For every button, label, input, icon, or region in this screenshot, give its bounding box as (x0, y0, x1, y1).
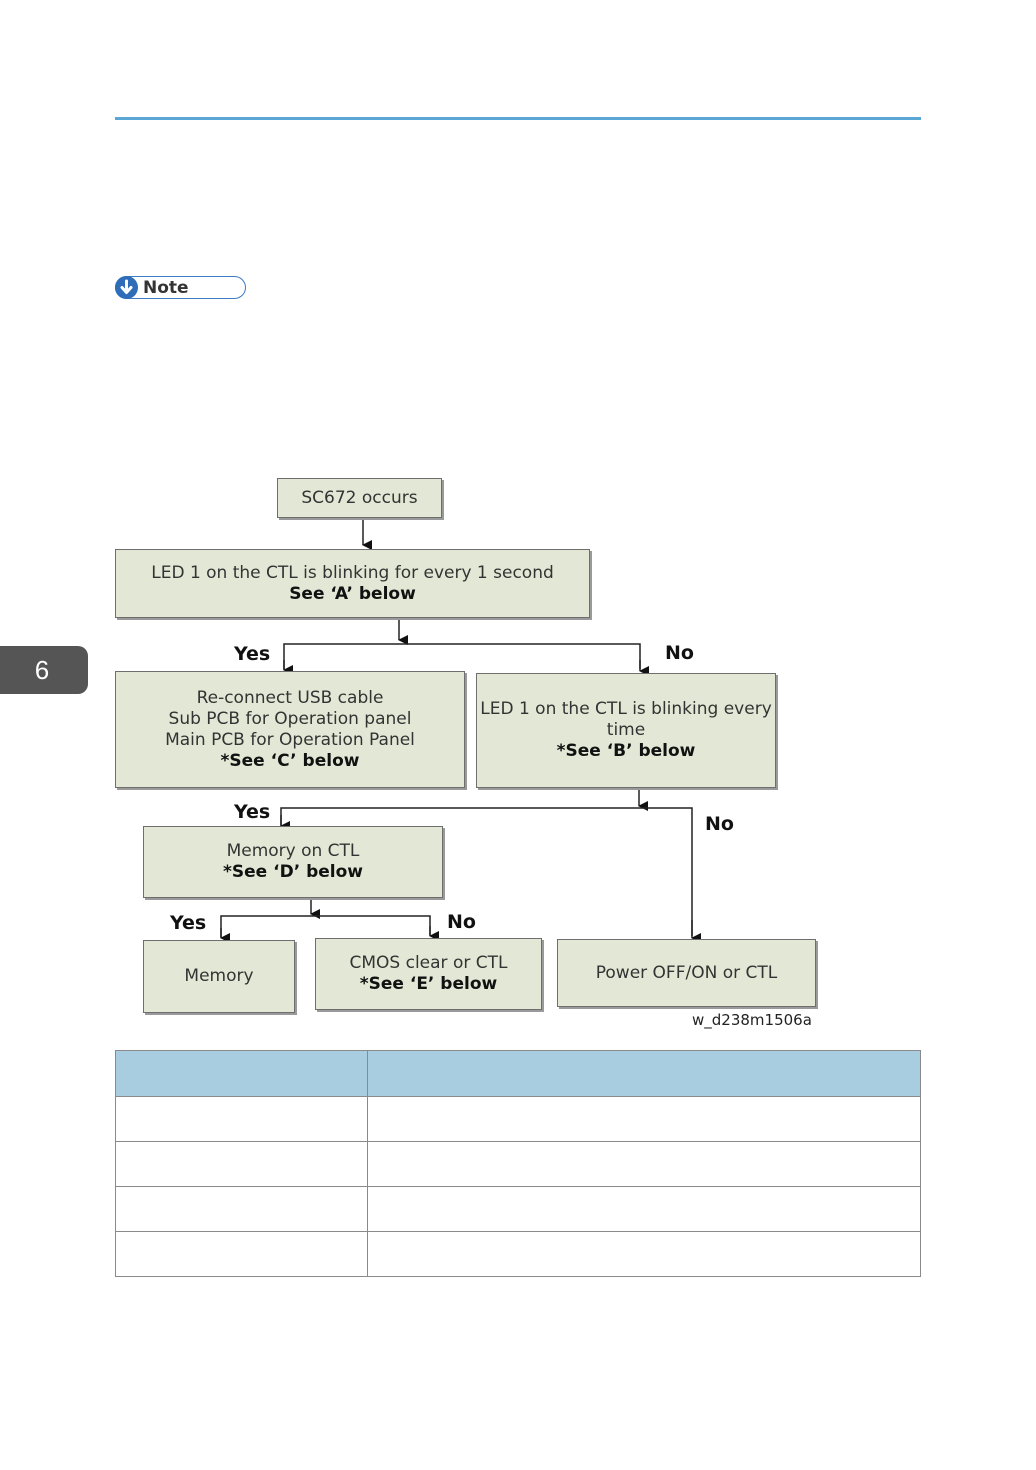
note-badge: Note (115, 276, 246, 299)
note-label: Note (143, 278, 189, 298)
box-text: Main PCB for Operation Panel (165, 729, 415, 750)
box-text: SC672 occurs (301, 487, 418, 508)
box-text: time (606, 720, 646, 740)
yes-label: Yes (234, 801, 271, 823)
table-header-row (115, 1050, 921, 1097)
box-led-blink-every-time: LED 1 on the CTL is blinking every time … (476, 673, 776, 788)
box-memory-on-ctl: Memory on CTL *See ‘D’ below (143, 826, 443, 898)
yes-label: Yes (234, 643, 271, 665)
arrow-down-circle-icon (115, 276, 138, 299)
box-ref: *See ‘E’ below (359, 974, 498, 994)
sc-table (115, 1050, 921, 1277)
box-text: Memory on CTL (226, 841, 360, 861)
box-text: LED 1 on the CTL is blinking for every 1… (151, 562, 554, 583)
table-row (115, 1231, 921, 1277)
box-reconnect-usb: Re-connect USB cable Sub PCB for Operati… (115, 671, 465, 788)
table-cell (367, 1231, 921, 1277)
table-cell (115, 1231, 368, 1277)
box-sc672-occurs: SC672 occurs (277, 478, 442, 518)
box-text: Sub PCB for Operation panel (168, 708, 412, 729)
yes-label: Yes (170, 912, 207, 934)
table-cell (367, 1096, 921, 1142)
box-ref: *See ‘B’ below (556, 741, 696, 761)
box-text: LED 1 on the CTL is blinking every (480, 699, 772, 719)
table-cell (115, 1096, 368, 1142)
box-text: Memory (184, 966, 254, 986)
figure-id: w_d238m1506a (692, 1011, 812, 1029)
box-memory: Memory (143, 940, 295, 1013)
table-cell (367, 1141, 921, 1187)
box-text: CMOS clear or CTL (349, 953, 508, 973)
chapter-tab: 6 (0, 646, 88, 694)
table-row (115, 1186, 921, 1232)
branch-line-1 (283, 643, 641, 669)
table-cell (367, 1186, 921, 1232)
header-rule (115, 117, 921, 120)
table-row (115, 1141, 921, 1187)
box-power-off-on: Power OFF/ON or CTL (557, 939, 816, 1007)
box-text: Power OFF/ON or CTL (595, 962, 778, 983)
table-cell (115, 1186, 368, 1232)
box-ref: *See ‘C’ below (220, 750, 360, 771)
branch-line-3 (220, 915, 431, 937)
table-row (115, 1096, 921, 1142)
no-label: No (705, 813, 734, 835)
box-cmos-clear: CMOS clear or CTL *See ‘E’ below (315, 938, 542, 1010)
table-header-cell (115, 1050, 368, 1097)
no-label: No (665, 642, 694, 664)
table-header-cell (367, 1050, 921, 1097)
box-ref: *See ‘D’ below (223, 862, 363, 882)
no-label: No (447, 911, 476, 933)
box-ref: See ‘A’ below (289, 583, 416, 604)
table-cell (115, 1141, 368, 1187)
chapter-number: 6 (34, 655, 50, 685)
box-led-blink-1s: LED 1 on the CTL is blinking for every 1… (115, 549, 590, 618)
box-text: Re-connect USB cable (196, 687, 384, 708)
